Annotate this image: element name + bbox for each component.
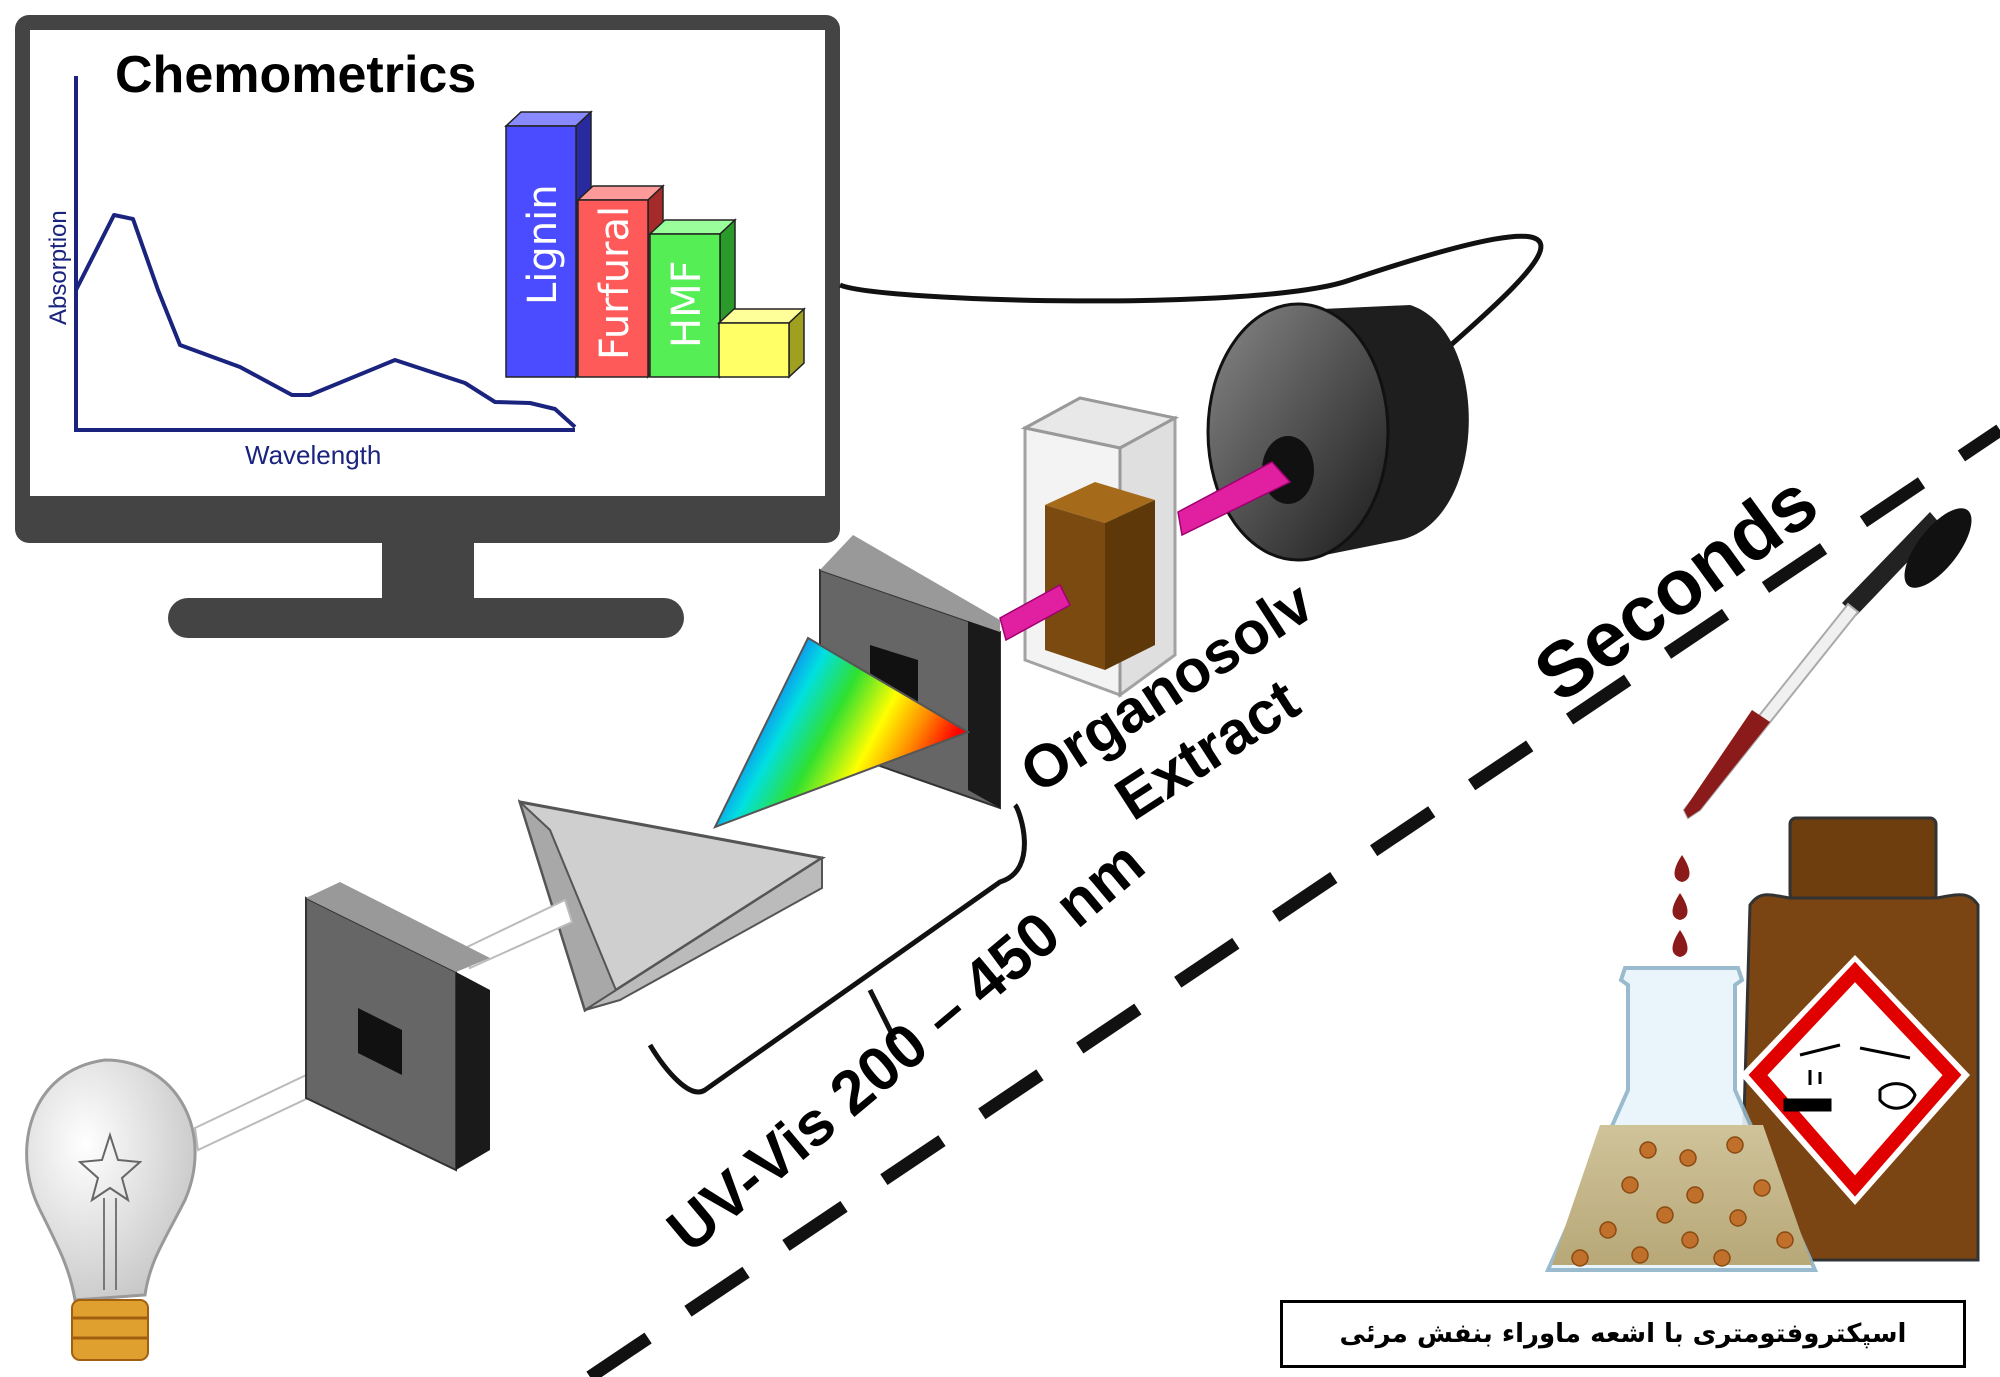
cuvette: [1020, 396, 1180, 698]
prism: [517, 798, 827, 1013]
filtered-light-beam: [1177, 461, 1292, 537]
erlenmeyer-flask: [1544, 966, 1819, 1272]
pipette: [1682, 508, 1972, 820]
data-cable: [839, 233, 1544, 360]
bracket: [647, 803, 1027, 1095]
detector: [1206, 302, 1469, 562]
time-dashed-line: [586, 424, 2000, 1377]
reagent-bottle: [1738, 816, 1980, 1262]
entrance-slit: [305, 882, 490, 1172]
y-axis-label: Absorption: [45, 210, 72, 325]
bar-label-furfural: Furfural: [592, 206, 638, 360]
bracket-tick: [867, 988, 898, 1042]
concentration-bar-chart: [504, 110, 806, 379]
x-axis-label: Wavelength: [245, 440, 381, 470]
monochromatic-beam: [999, 583, 1071, 642]
detector-face: [1206, 302, 1390, 562]
dispersed-spectrum: [712, 636, 971, 829]
organosolv-sample: [1045, 482, 1155, 523]
bar-label-hmf: HMF: [664, 260, 710, 348]
corrosive-hazard-icon: [1748, 961, 1962, 1197]
monitor-stand: [168, 598, 684, 638]
bulb-base: [71, 1299, 149, 1361]
flask-liquid: [1552, 1125, 1812, 1265]
spectrum-axes: [74, 76, 575, 432]
bar-unlabeled-yellow: [717, 307, 806, 379]
bar-label-lignin: Lignin: [520, 184, 566, 305]
chemometrics-title: Chemometrics: [115, 46, 476, 104]
light-bulb: [25, 1058, 197, 1361]
bar-hmf: [648, 218, 737, 379]
sample-drops: [1672, 855, 1690, 957]
absorption-spectrum-curve: [74, 213, 577, 429]
seconds-label: Seconds: [1518, 456, 1833, 718]
particles: [1571, 1136, 1794, 1267]
persian-caption: اسپکتروفتومتری با اشعه ماوراء بنفش مرئی: [1280, 1300, 1966, 1368]
monitor-neck: [382, 543, 474, 601]
